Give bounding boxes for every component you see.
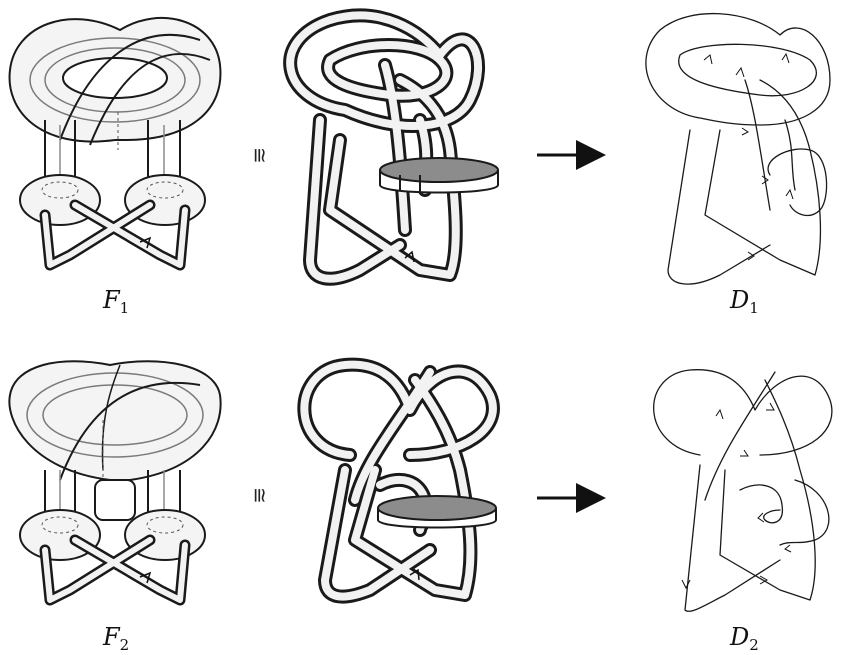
knot-d1 bbox=[645, 13, 831, 285]
label-d1: D1 bbox=[729, 286, 759, 317]
congruence-symbol-row1: ≅ bbox=[248, 147, 272, 164]
tube-knot-row1 bbox=[283, 8, 499, 286]
congruence-symbol-row2: ≅ bbox=[248, 487, 272, 504]
surface-f2 bbox=[8, 360, 222, 606]
label-f1: F1 bbox=[102, 286, 129, 317]
label-d2: D2 bbox=[729, 623, 759, 654]
label-f2: F2 bbox=[102, 623, 129, 654]
knot-d2 bbox=[653, 369, 833, 612]
surface-f1 bbox=[8, 16, 222, 271]
tube-knot-row2 bbox=[297, 357, 500, 604]
